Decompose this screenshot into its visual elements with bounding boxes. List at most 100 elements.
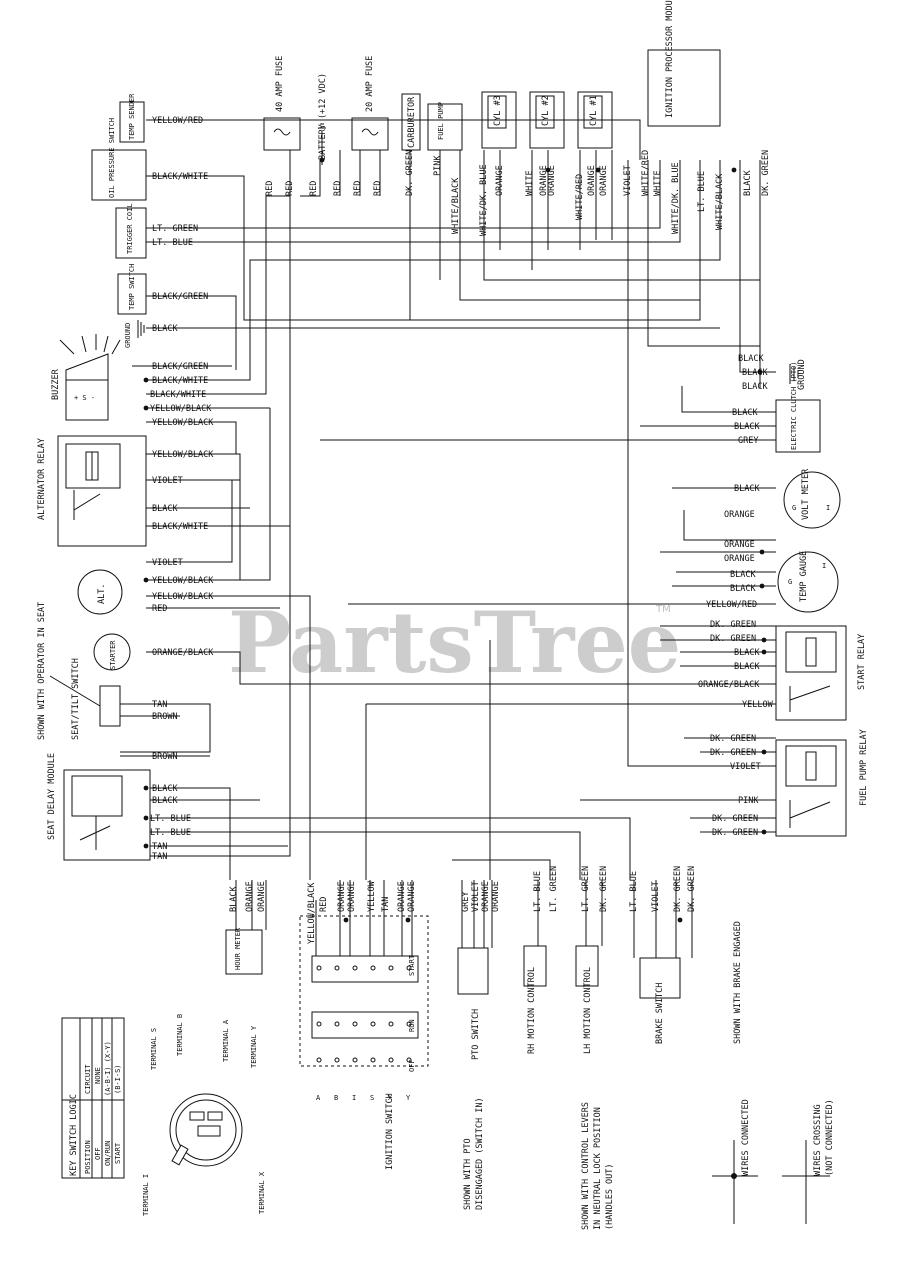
pto-note-1: SHOWN WITH PTO <box>463 1138 473 1210</box>
seat-tilt-label-1: SEAT/TILT SWITCH <box>71 658 81 740</box>
buzzer-label: BUZZER <box>51 368 61 400</box>
junction-dot <box>143 377 149 383</box>
lh-motion-label: LH MOTION CONTROL <box>583 967 593 1054</box>
brake-switch <box>639 957 681 999</box>
wire-label-bottom: ORANGE <box>245 881 255 912</box>
key-logic-r1c1: OFF <box>94 1147 102 1160</box>
legend <box>712 1140 830 1224</box>
wire-label-left: TAN <box>152 852 167 862</box>
wire-label-right: BLACK <box>742 368 768 378</box>
wire-label-bottom: TAN <box>381 897 391 912</box>
key-switch-logic-table <box>61 1017 125 1179</box>
wire-label-right: DK. GREEN <box>710 634 756 644</box>
wire-label-left: LT. GREEN <box>152 224 198 234</box>
junction-dot <box>143 785 149 791</box>
junction-dot <box>757 369 763 375</box>
lever-note-1: SHOWN WITH CONTROL LEVERS <box>581 1102 591 1230</box>
volt-meter-label: VOLT METER <box>801 468 811 520</box>
junction-dot <box>319 157 325 163</box>
brake-switch-label: BRAKE SWITCH <box>655 983 665 1044</box>
wire-label-right: ORANGE/BLACK <box>698 680 760 690</box>
ignition-contact <box>388 965 394 971</box>
hour-meter-label: HOUR METER <box>234 927 242 970</box>
volt-g: G <box>792 504 796 512</box>
volt-meter <box>783 471 841 529</box>
key-logic-r3c1: START <box>114 1142 122 1164</box>
ignition-contact <box>406 1057 412 1063</box>
ignition-contact <box>370 1057 376 1063</box>
junction-dot <box>677 917 683 923</box>
wire-label-top: RED <box>373 181 383 196</box>
cyl3-label: CYL #3 <box>493 95 503 126</box>
temp-gauge-label: TEMP GAUGE <box>799 551 809 602</box>
fuse-40-label: 40 AMP FUSE <box>275 56 285 112</box>
fuel-pump-label: FUEL PUMP <box>437 102 445 140</box>
wire-label-left: BROWN <box>152 712 178 722</box>
alternator-relay-label: ALTERNATOR RELAY <box>37 438 47 520</box>
oil-pressure-label: OIL PRESSURE SWITCH <box>108 118 116 198</box>
rh-motion-label: RH MOTION CONTROL <box>527 967 537 1054</box>
wire-label-top: LT. BLUE <box>697 171 707 212</box>
wire-label-left: BLACK/GREEN <box>152 292 208 302</box>
oil-pressure-switch-box <box>91 149 147 201</box>
wire-label-left: BLACK/WHITE <box>152 376 208 386</box>
wire-label-top: WHITE <box>525 170 535 196</box>
wire-label-left: BLACK <box>152 796 178 806</box>
key-switch-face <box>169 1093 243 1167</box>
ignition-contact <box>316 965 322 971</box>
fuse-40-amp: 40 AMP FUSE <box>263 56 301 151</box>
wire-label-left: LT. BLUE <box>150 828 191 838</box>
alt-label: ALT. <box>97 584 107 604</box>
seat-delay-label: SEAT DELAY MODULE <box>47 753 57 840</box>
wire-label-bottom: VIOLET <box>471 881 481 912</box>
alternator <box>77 569 123 615</box>
buzzer: + S - <box>59 334 121 421</box>
trigger-coil-box <box>115 207 147 259</box>
wire-label-left: BLACK/WHITE <box>152 522 208 532</box>
key-logic-r2c2: (A-B-I) (X-Y) <box>104 1041 112 1096</box>
pto-note-2: DISENGAGED (SWITCH IN) <box>475 1097 485 1210</box>
wire-label-right: DK. GREEN <box>710 748 756 758</box>
temp-sender-box <box>119 101 145 143</box>
junction-dot <box>143 815 149 821</box>
carburetor-box <box>401 93 421 151</box>
wire-label-right: BLACK <box>742 382 768 392</box>
ignition-contact <box>334 965 340 971</box>
junction-dot <box>143 577 149 583</box>
terminal-b: TERMINAL B <box>176 1014 184 1056</box>
svg-text:+ S -: + S - <box>74 394 95 402</box>
wire-label-left: BLACK <box>152 324 178 334</box>
terminal-x: TERMINAL X <box>258 1171 266 1214</box>
junction-dot <box>405 917 411 923</box>
wire-label-bottom: ORANGE <box>257 881 267 912</box>
ignition-contact <box>352 1057 358 1063</box>
ipm-label: IGNITION PROCESSOR MODULE <box>665 0 675 118</box>
wire-label-right: GREY <box>738 436 758 446</box>
seat-delay-module <box>63 769 151 861</box>
wire-label-top: WHITE/RED <box>575 174 585 220</box>
wire-label-top: BLACK <box>743 170 753 196</box>
ignition-contact <box>406 1021 412 1027</box>
carburetor-label: CARBURETOR <box>407 96 417 148</box>
junction-dot <box>143 405 149 411</box>
wire-label-left: RED <box>152 604 167 614</box>
cyl2-label: CYL #2 <box>541 95 551 126</box>
starter <box>93 633 131 671</box>
wire-label-right: DK. GREEN <box>712 814 758 824</box>
legend-crossing-1: WIRES CROSSING <box>813 1104 823 1176</box>
wire-label-left: YELLOW/BLACK <box>152 418 214 428</box>
fuel-pump-relay-label: FUEL PUMP RELAY <box>859 729 869 806</box>
lever-note-3: (HANDLES OUT) <box>605 1163 615 1230</box>
ignition-contact <box>316 1057 322 1063</box>
junction-dot <box>761 829 767 835</box>
wire-label-right: ORANGE <box>724 510 755 520</box>
wire-label-top: WHITE/DK. BLUE <box>479 164 489 236</box>
terminal-y: TERMINAL Y <box>250 1025 258 1068</box>
pto-switch <box>457 947 489 995</box>
wire-label-top: RED <box>333 181 343 196</box>
key-logic-h2: CIRCUIT <box>84 1064 92 1094</box>
wire-label-bottom: DK. GREEN <box>599 866 609 912</box>
wire-label-right: PINK <box>738 796 759 806</box>
ignition-contact <box>352 1021 358 1027</box>
